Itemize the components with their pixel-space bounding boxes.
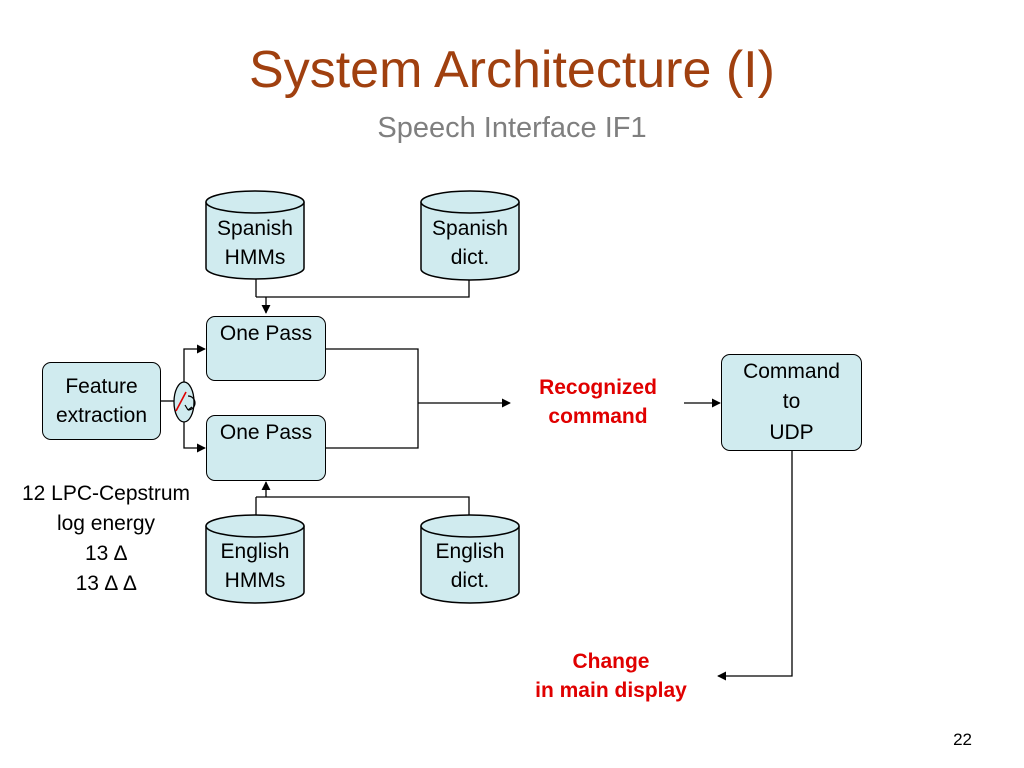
- english-hmms-line-2: HMMs: [224, 569, 286, 593]
- spanish-dict-db: Spanish dict.: [421, 214, 519, 273]
- cylinder-english-hmms-shape: [205, 514, 305, 604]
- connector-english-dict: [256, 496, 470, 520]
- change-display-label: Change in main display: [505, 647, 717, 706]
- english-dict-line-1: English: [435, 540, 505, 563]
- feature-extraction-block: Feature extraction: [42, 362, 161, 440]
- switch-lever: [175, 391, 187, 412]
- feature-extraction-line-1: Feature: [65, 374, 138, 398]
- slide-title: System Architecture (I): [249, 41, 775, 99]
- spanish-dict-line-2: dict.: [450, 246, 490, 270]
- cylinder-spanish-hmms-shape: [205, 190, 305, 280]
- cylinder-spanish-dict-shape: [420, 190, 520, 281]
- page-number: 22: [953, 730, 972, 749]
- connector-one-pass-top-out: [326, 348, 419, 449]
- change-display-line-2: in main display: [535, 679, 687, 703]
- features-note-line-3: 13 ∆: [84, 542, 128, 566]
- one-pass-top-label: One Pass: [219, 322, 313, 345]
- recognized-command-label: Recognized command: [508, 373, 688, 432]
- switch-rotate-icon: [187, 395, 196, 411]
- connector-spanish-dict: [256, 280, 470, 298]
- spanish-hmms-line-2: HMMs: [224, 246, 286, 270]
- spanish-hmms-db: Spanish HMMs: [206, 214, 304, 273]
- slide-subtitle: Speech Interface IF1: [377, 112, 647, 144]
- command-udp-line-3: UDP: [769, 420, 814, 444]
- command-to-udp-block: Command to UDP: [721, 354, 862, 451]
- change-display-line-1: Change: [572, 650, 650, 673]
- recognized-command-line-1: Recognized: [539, 376, 657, 399]
- features-note-line-4: 13 ∆ ∆: [75, 572, 137, 596]
- one-pass-top-block: One Pass: [206, 316, 326, 381]
- one-pass-bottom-block: One Pass: [206, 415, 326, 481]
- arrow-to-change-display: [717, 451, 793, 681]
- recognized-command-line-2: command: [548, 405, 648, 429]
- spanish-hmms-line-1: Spanish: [217, 217, 293, 240]
- cylinder-english-dict-shape: [420, 514, 520, 604]
- features-note: 12 LPC-Cepstrum log energy 13 ∆ 13 ∆ ∆: [0, 479, 212, 599]
- english-dict-db: English dict.: [421, 537, 519, 596]
- english-hmms-db: English HMMs: [206, 537, 304, 596]
- feature-extraction-line-2: extraction: [55, 404, 148, 427]
- input-switch: [173, 381, 196, 423]
- arrow-switch-to-one-pass-bottom: [183, 418, 206, 453]
- features-note-line-2: log energy: [56, 512, 156, 536]
- english-dict-line-2: dict.: [450, 569, 490, 593]
- spanish-dict-line-1: Spanish: [432, 217, 508, 240]
- features-note-line-1: 12 LPC-Cepstrum: [21, 482, 191, 505]
- command-udp-line-2: to: [782, 390, 801, 414]
- one-pass-bottom-label: One Pass: [219, 421, 313, 444]
- command-udp-line-1: Command: [743, 360, 840, 383]
- arrow-switch-to-one-pass-top: [183, 344, 206, 385]
- english-hmms-line-1: English: [220, 540, 290, 563]
